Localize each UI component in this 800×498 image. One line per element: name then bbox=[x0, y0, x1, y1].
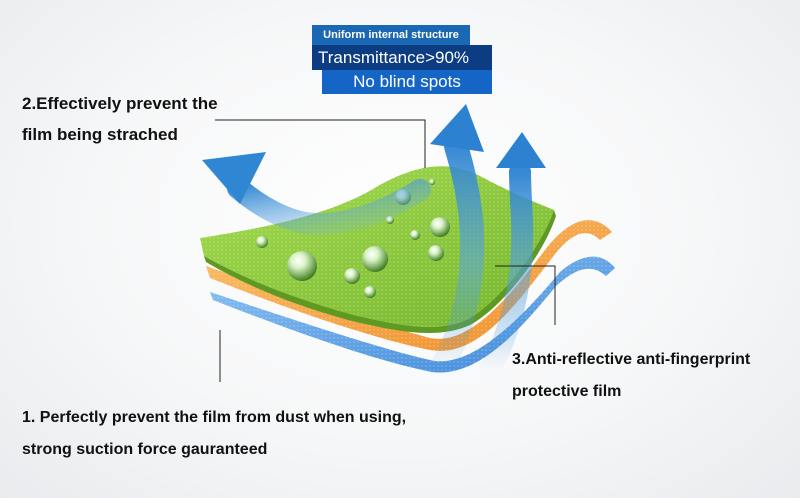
arrow-up-left-icon bbox=[202, 152, 431, 236]
arrow-up-right-icon bbox=[479, 132, 546, 381]
blind-spots-banner: No blind spots bbox=[322, 70, 492, 94]
orange-layer bbox=[206, 220, 612, 351]
point-3-label: 3.Anti-reflective anti-fingerprint prote… bbox=[512, 344, 750, 408]
transmittance-banner: Transmittance>90% bbox=[312, 45, 492, 70]
point-1-line-1: 1. Perfectly prevent the film from dust … bbox=[22, 409, 407, 426]
point-2-label: 2.Effectively prevent the film being str… bbox=[22, 88, 218, 150]
structure-banner: Uniform internal structure bbox=[312, 25, 470, 45]
point-3-line-1: 3.Anti-reflective anti-fingerprint bbox=[512, 351, 751, 368]
callout-lines bbox=[215, 119, 556, 382]
arrow-up-middle-icon bbox=[428, 104, 485, 382]
point-2-line-1: 2.Effectively prevent the bbox=[22, 94, 218, 113]
point-2-line-2: film being strached bbox=[22, 125, 178, 144]
point-3-line-2: protective film bbox=[512, 383, 622, 400]
point-1-line-2: strong suction force gauranteed bbox=[22, 441, 268, 458]
point-1-label: 1. Perfectly prevent the film from dust … bbox=[22, 402, 406, 466]
blue-layer bbox=[210, 256, 615, 373]
